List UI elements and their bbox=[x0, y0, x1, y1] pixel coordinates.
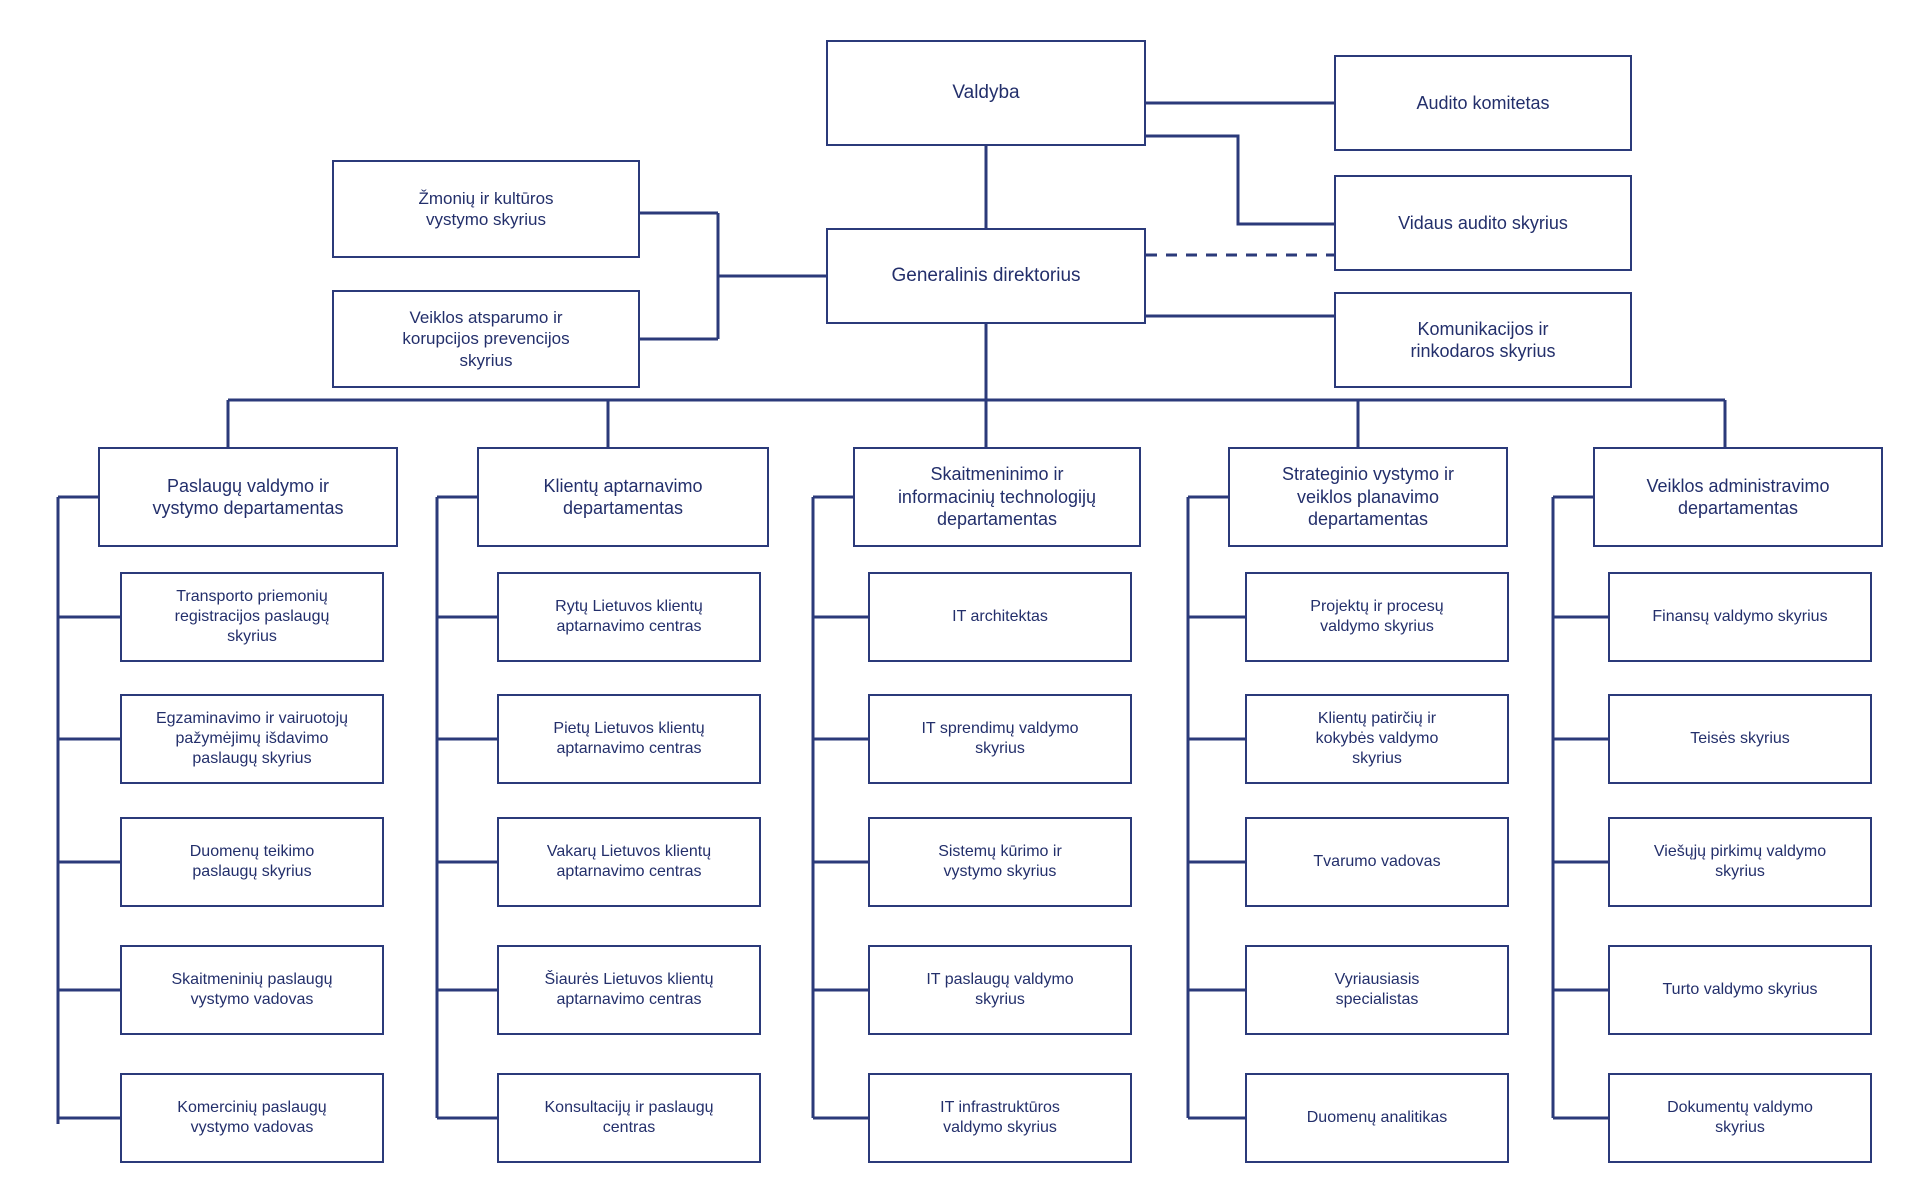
node-dept0-unit1[interactable]: Egzaminavimo ir vairuotojų pažymėjimų iš… bbox=[120, 694, 384, 784]
node-label: Skaitmeninių paslaugų vystymo vadovas bbox=[171, 971, 333, 1008]
node-dept2-unit0[interactable]: IT architektas bbox=[868, 572, 1132, 662]
node-label: Skaitmeninimo ir informacinių technologi… bbox=[897, 464, 1097, 530]
node-department-4[interactable]: Veiklos administravimo departamentas bbox=[1593, 447, 1883, 547]
node-label: Teisės skyrius bbox=[1690, 730, 1790, 747]
node-label: Valdyba bbox=[952, 82, 1020, 104]
node-label: Egzaminavimo ir vairuotojų pažymėjimų iš… bbox=[155, 710, 349, 767]
node-department-2[interactable]: Skaitmeninimo ir informacinių technologi… bbox=[853, 447, 1141, 547]
node-label: Vakarų Lietuvos klientų aptarnavimo cent… bbox=[546, 843, 712, 880]
node-label: Dokumentų valdymo skyrius bbox=[1667, 1099, 1813, 1136]
node-department-0[interactable]: Paslaugų valdymo ir vystymo departamenta… bbox=[98, 447, 398, 547]
node-label: Finansų valdymo skyrius bbox=[1652, 608, 1828, 625]
node-label: Komunikacijos ir rinkodaros skyrius bbox=[1410, 318, 1556, 362]
node-label: Paslaugų valdymo ir vystymo departamenta… bbox=[152, 475, 344, 519]
node-label: Duomenų analitikas bbox=[1306, 1109, 1448, 1126]
node-dept2-unit4[interactable]: IT infrastruktūros valdymo skyrius bbox=[868, 1073, 1132, 1163]
node-dept3-unit2[interactable]: Tvarumo vadovas bbox=[1245, 817, 1509, 907]
node-label: Klientų patirčių ir kokybės valdymo skyr… bbox=[1315, 710, 1439, 767]
node-dept4-unit3[interactable]: Turto valdymo skyrius bbox=[1608, 945, 1872, 1035]
node-label: Žmonių ir kultūros vystymo skyrius bbox=[418, 188, 554, 229]
node-label: Tvarumo vadovas bbox=[1313, 853, 1441, 870]
node-dept1-unit0[interactable]: Rytų Lietuvos klientų aptarnavimo centra… bbox=[497, 572, 761, 662]
node-vidaus-audito-skyrius[interactable]: Vidaus audito skyrius bbox=[1334, 175, 1632, 271]
node-label: Strateginio vystymo ir veiklos planavimo… bbox=[1281, 464, 1455, 530]
node-label: Turto valdymo skyrius bbox=[1662, 981, 1818, 998]
node-label: Duomenų teikimo paslaugų skyrius bbox=[189, 843, 315, 880]
node-dept3-unit0[interactable]: Projektų ir procesų valdymo skyrius bbox=[1245, 572, 1509, 662]
node-dept4-unit4[interactable]: Dokumentų valdymo skyrius bbox=[1608, 1073, 1872, 1163]
node-komunikacijos-ir-rinkodaros-skyrius[interactable]: Komunikacijos ir rinkodaros skyrius bbox=[1334, 292, 1632, 388]
node-dept4-unit2[interactable]: Viešųjų pirkimų valdymo skyrius bbox=[1608, 817, 1872, 907]
node-label: Pietų Lietuvos klientų aptarnavimo centr… bbox=[553, 720, 705, 757]
node-dept2-unit1[interactable]: IT sprendimų valdymo skyrius bbox=[868, 694, 1132, 784]
node-dept1-unit4[interactable]: Konsultacijų ir paslaugų centras bbox=[497, 1073, 761, 1163]
node-label: Transporto priemonių registracijos pasla… bbox=[174, 588, 330, 645]
node-dept3-unit4[interactable]: Duomenų analitikas bbox=[1245, 1073, 1509, 1163]
node-label: Audito komitetas bbox=[1416, 92, 1550, 113]
node-dept1-unit2[interactable]: Vakarų Lietuvos klientų aptarnavimo cent… bbox=[497, 817, 761, 907]
node-dept2-unit3[interactable]: IT paslaugų valdymo skyrius bbox=[868, 945, 1132, 1035]
node-label: Projektų ir procesų valdymo skyrius bbox=[1310, 598, 1444, 635]
node-generalinis-direktorius[interactable]: Generalinis direktorius bbox=[826, 228, 1146, 324]
node-label: Konsultacijų ir paslaugų centras bbox=[544, 1099, 714, 1136]
node-label: Viešųjų pirkimų valdymo skyrius bbox=[1653, 843, 1827, 880]
node-dept0-unit2[interactable]: Duomenų teikimo paslaugų skyrius bbox=[120, 817, 384, 907]
node-valdyba[interactable]: Valdyba bbox=[826, 40, 1146, 146]
node-dept3-unit3[interactable]: Vyriausiasis specialistas bbox=[1245, 945, 1509, 1035]
node-label: Vyriausiasis specialistas bbox=[1334, 971, 1420, 1008]
node-label: Klientų aptarnavimo departamentas bbox=[543, 475, 703, 519]
node-dept4-unit0[interactable]: Finansų valdymo skyrius bbox=[1608, 572, 1872, 662]
node-label: Vidaus audito skyrius bbox=[1398, 212, 1568, 233]
node-dept1-unit1[interactable]: Pietų Lietuvos klientų aptarnavimo centr… bbox=[497, 694, 761, 784]
node-label: IT sprendimų valdymo skyrius bbox=[921, 720, 1079, 757]
node-department-3[interactable]: Strateginio vystymo ir veiklos planavimo… bbox=[1228, 447, 1508, 547]
node-label: Sistemų kūrimo ir vystymo skyrius bbox=[938, 843, 1062, 880]
node-dept0-unit0[interactable]: Transporto priemonių registracijos pasla… bbox=[120, 572, 384, 662]
node-department-1[interactable]: Klientų aptarnavimo departamentas bbox=[477, 447, 769, 547]
node-dept0-unit4[interactable]: Komercinių paslaugų vystymo vadovas bbox=[120, 1073, 384, 1163]
node-label: IT architektas bbox=[952, 608, 1048, 625]
node-label: Veiklos administravimo departamentas bbox=[1646, 475, 1830, 519]
node-dept4-unit1[interactable]: Teisės skyrius bbox=[1608, 694, 1872, 784]
node-label: Veiklos atsparumo ir korupcijos prevenci… bbox=[402, 308, 570, 370]
node-dept1-unit3[interactable]: Šiaurės Lietuvos klientų aptarnavimo cen… bbox=[497, 945, 761, 1035]
node-label: Generalinis direktorius bbox=[891, 265, 1081, 287]
node-label: IT infrastruktūros valdymo skyrius bbox=[940, 1099, 1060, 1136]
node-label: Šiaurės Lietuvos klientų aptarnavimo cen… bbox=[544, 971, 714, 1008]
node-dept2-unit2[interactable]: Sistemų kūrimo ir vystymo skyrius bbox=[868, 817, 1132, 907]
node-label: Rytų Lietuvos klientų aptarnavimo centra… bbox=[555, 598, 703, 635]
node-audito-komitetas[interactable]: Audito komitetas bbox=[1334, 55, 1632, 151]
node-label: IT paslaugų valdymo skyrius bbox=[926, 971, 1074, 1008]
node-dept0-unit3[interactable]: Skaitmeninių paslaugų vystymo vadovas bbox=[120, 945, 384, 1035]
node-label: Komercinių paslaugų vystymo vadovas bbox=[177, 1099, 327, 1136]
node-veiklos-atsparumo-ir-korupcijos-prevencijos-skyrius[interactable]: Veiklos atsparumo ir korupcijos prevenci… bbox=[332, 290, 640, 388]
node-dept3-unit1[interactable]: Klientų patirčių ir kokybės valdymo skyr… bbox=[1245, 694, 1509, 784]
node-zmoniu-ir-kulturos-vystymo-skyrius[interactable]: Žmonių ir kultūros vystymo skyrius bbox=[332, 160, 640, 258]
